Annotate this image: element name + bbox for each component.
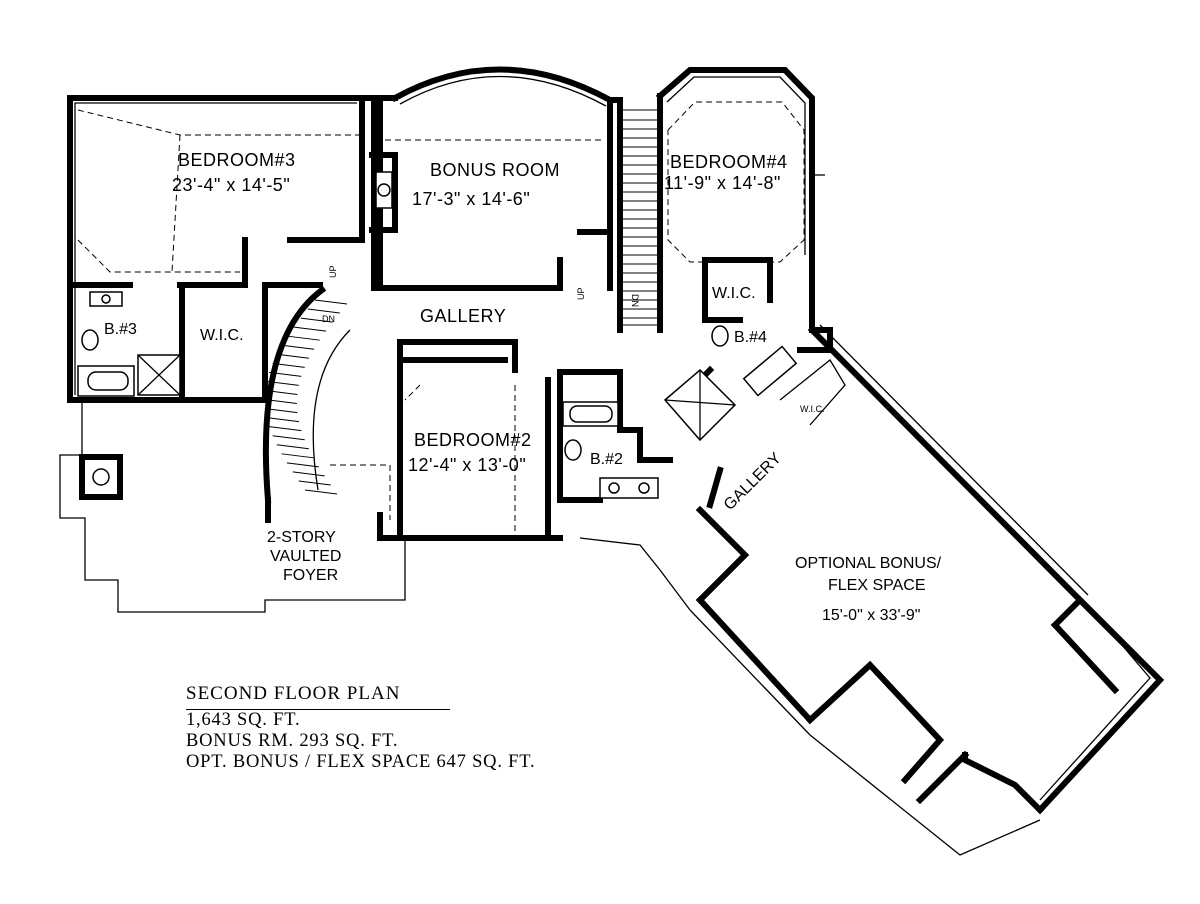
foyer-stair-tread bbox=[286, 462, 319, 468]
stair-dn-label-1: DN bbox=[630, 294, 640, 307]
foyer-stair-tread bbox=[269, 371, 302, 377]
bedroom4-dims: 11'-9" x 14'-8" bbox=[664, 173, 781, 193]
wic3-label: W.I.C. bbox=[200, 327, 244, 344]
foyer-stair-tread bbox=[276, 444, 309, 450]
gallery-label: GALLERY bbox=[420, 306, 506, 326]
foyer-stair-tread bbox=[269, 426, 302, 432]
bonus-room-dims: 17'-3" x 14'-6" bbox=[412, 189, 530, 209]
exterior-walls bbox=[59, 66, 1165, 856]
bath2-label: B.#2 bbox=[590, 451, 623, 468]
foyer-line1: 2-STORY bbox=[267, 529, 336, 546]
foyer-stair-tread bbox=[298, 480, 331, 486]
flex-line2: FLEX SPACE bbox=[828, 577, 926, 594]
bonus-room-name: BONUS ROOM bbox=[430, 160, 560, 180]
caption-line-bonus: BONUS RM. 293 SQ. FT. bbox=[186, 731, 399, 751]
foyer-stair-tread bbox=[281, 453, 314, 459]
foyer-stair-tread bbox=[264, 399, 297, 405]
gallery2-label: GALLERY bbox=[721, 450, 785, 514]
foyer-stair-tread bbox=[293, 326, 327, 332]
flex-dims: 15'-0" x 33'-9" bbox=[822, 607, 920, 624]
bath-fixtures bbox=[77, 171, 846, 499]
foyer-stair-tread bbox=[304, 489, 338, 495]
foyer-line2: VAULTED bbox=[270, 548, 341, 565]
foyer-stair-tread bbox=[265, 408, 298, 414]
foyer-stair-tread bbox=[307, 308, 340, 314]
foyer-stair-tread bbox=[272, 435, 305, 441]
foyer-stair-tread bbox=[266, 417, 299, 423]
bedroom2-name: BEDROOM#2 bbox=[414, 430, 532, 450]
foyer-stair-tread bbox=[292, 471, 325, 477]
staircase-bonus bbox=[621, 109, 659, 326]
bedroom3-dims: 23'-4" x 14'-5" bbox=[172, 175, 290, 195]
stair-up-label-1: UP bbox=[328, 265, 338, 278]
caption-line-flex: OPT. BONUS / FLEX SPACE 647 SQ. FT. bbox=[186, 752, 536, 772]
stair-up-label-2: UP bbox=[576, 287, 586, 300]
plan-caption: SECOND FLOOR PLAN 1,643 SQ. FT. BONUS RM… bbox=[186, 683, 535, 773]
ceiling-lines bbox=[77, 101, 805, 535]
foyer-line3: FOYER bbox=[283, 567, 338, 584]
foyer-stair-tread bbox=[265, 389, 298, 395]
foyer-stair-tread bbox=[314, 299, 348, 305]
foyer-stair-tread bbox=[281, 344, 315, 350]
bedroom4-name: BEDROOM#4 bbox=[670, 152, 788, 172]
foyer-stair-tread bbox=[276, 353, 310, 359]
wic-flex-label: W.I.C. bbox=[800, 404, 825, 414]
bedroom3-name: BEDROOM#3 bbox=[178, 150, 296, 170]
wic4-label: W.I.C. bbox=[712, 285, 756, 302]
caption-line-area: 1,643 SQ. FT. bbox=[186, 710, 301, 730]
bath4-label: B.#4 bbox=[734, 329, 767, 346]
room-labels: BEDROOM#3 23'-4" x 14'-5" BONUS ROOM 17'… bbox=[104, 150, 942, 624]
foyer-stair-tread bbox=[287, 335, 320, 341]
flex-line1: OPTIONAL BONUS/ bbox=[795, 555, 942, 572]
foyer-stair-tread bbox=[300, 317, 333, 323]
bedroom2-dims: 12'-4" x 13'-0" bbox=[408, 455, 526, 475]
foyer-stair-tread bbox=[266, 380, 299, 386]
bath3-label: B.#3 bbox=[104, 321, 137, 338]
stair-dn-label-2: DN bbox=[322, 314, 335, 324]
foyer-stair-tread bbox=[272, 362, 305, 368]
caption-title: SECOND FLOOR PLAN bbox=[186, 683, 450, 710]
